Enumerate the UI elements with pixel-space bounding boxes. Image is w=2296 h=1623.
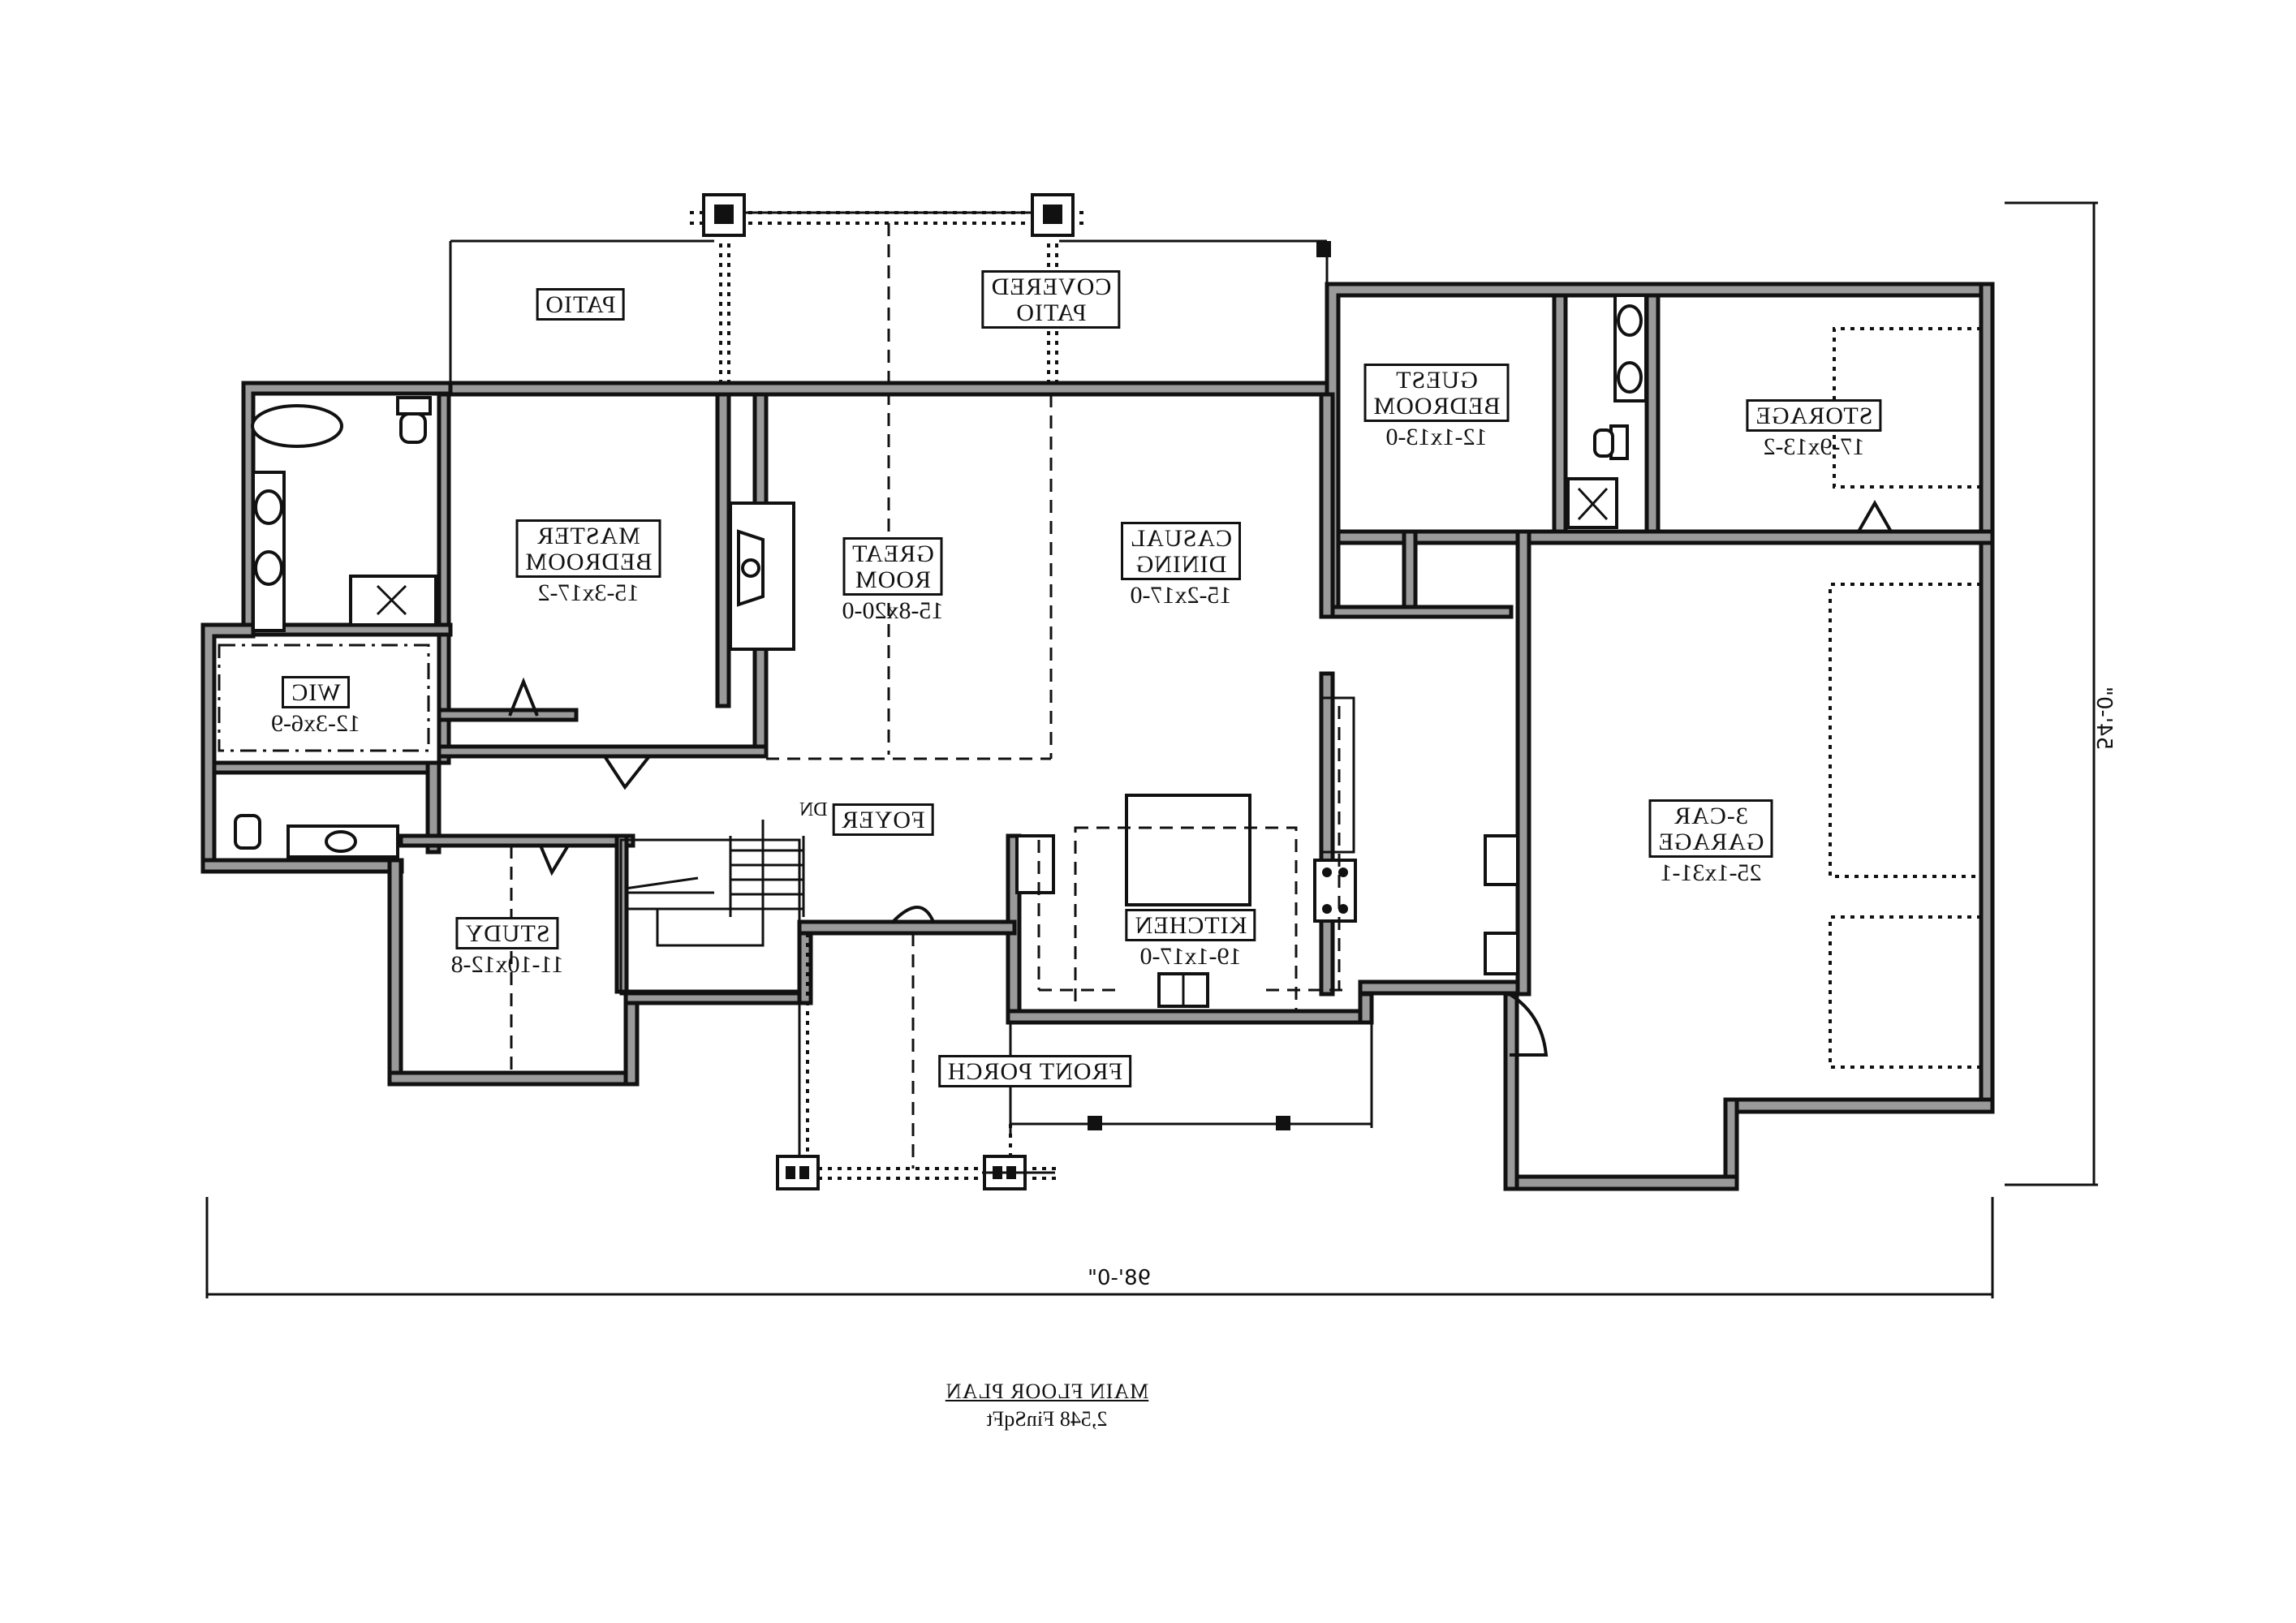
fixtures <box>218 294 1981 1069</box>
room-name-line1: COVERED <box>990 273 1112 300</box>
room-name: WIC <box>282 676 350 708</box>
room-divisions <box>510 394 1053 1071</box>
overall-width-dimension: 98'-0" <box>1088 1266 1152 1290</box>
room-name: PATIO <box>536 288 625 321</box>
room-name: STORAGE <box>1746 399 1882 432</box>
room-size: 15-8x20-0 <box>842 597 944 624</box>
room-name-line1: MASTER <box>536 523 640 549</box>
room-label-patio: PATIO <box>536 288 625 321</box>
overall-depth-dimension: 54'-0" <box>2091 686 2117 751</box>
room-name-line1: GUEST <box>1395 367 1478 394</box>
doors <box>508 499 1893 1057</box>
rear-patio <box>449 193 1331 755</box>
room-label-front-porch: FRONT PORCH <box>937 1055 1132 1087</box>
plan-title: MAIN FLOOR PLAN <box>945 1380 1149 1403</box>
room-size: 19-1x17-0 <box>1139 943 1242 970</box>
room-name-line2: BEDROOM <box>1372 393 1501 420</box>
room-label-study: STUDY 11-10x12-8 <box>450 917 564 979</box>
room-name-line1: 3-CAR <box>1674 803 1748 829</box>
room-label-wic: WIC 12-3x6-9 <box>271 676 360 738</box>
room-name-line2: PATIO <box>1015 299 1087 326</box>
room-size: 17-9x13-2 <box>1763 433 1865 460</box>
room-name-line1: CASUAL <box>1129 525 1233 552</box>
room-size: 12-3x6-9 <box>271 710 360 737</box>
room-size: 15-2x17-0 <box>1130 582 1232 609</box>
plan-area: 2,548 FinSqFt <box>986 1407 1108 1431</box>
plan-caption: MAIN FLOOR PLAN 2,548 FinSqFt <box>946 1380 1148 1431</box>
room-label-kitchen: KITCHEN 19-1x17-0 <box>1125 909 1256 971</box>
room-label-foyer: FOYER <box>832 803 934 836</box>
room-name-line2: BEDROOM <box>524 549 653 575</box>
room-size: 11-10x12-8 <box>450 951 564 978</box>
stair-direction-label: DN <box>799 799 828 820</box>
exterior-walls <box>200 282 1995 1191</box>
room-name: FRONT PORCH <box>937 1055 1132 1087</box>
dimension-lines <box>205 201 2098 1298</box>
room-name: STUDY <box>455 917 559 949</box>
room-size: 15-3x17-2 <box>537 579 640 606</box>
stairs <box>619 820 805 996</box>
room-name-line1: GREAT <box>851 540 934 567</box>
room-name-line2: DINING <box>1135 551 1227 578</box>
interior-walls <box>212 293 1995 997</box>
room-size: 25-1x31-1 <box>1660 859 1762 886</box>
room-size: 12-1x13-0 <box>1385 424 1488 450</box>
room-label-storage: STORAGE 17-9x13-2 <box>1746 399 1882 461</box>
room-name-line2: ROOM <box>854 566 932 593</box>
room-name-line2: GARAGE <box>1657 829 1764 855</box>
room-name: FOYER <box>832 803 934 836</box>
front-porch <box>776 933 1373 1190</box>
room-name: KITCHEN <box>1125 909 1256 941</box>
